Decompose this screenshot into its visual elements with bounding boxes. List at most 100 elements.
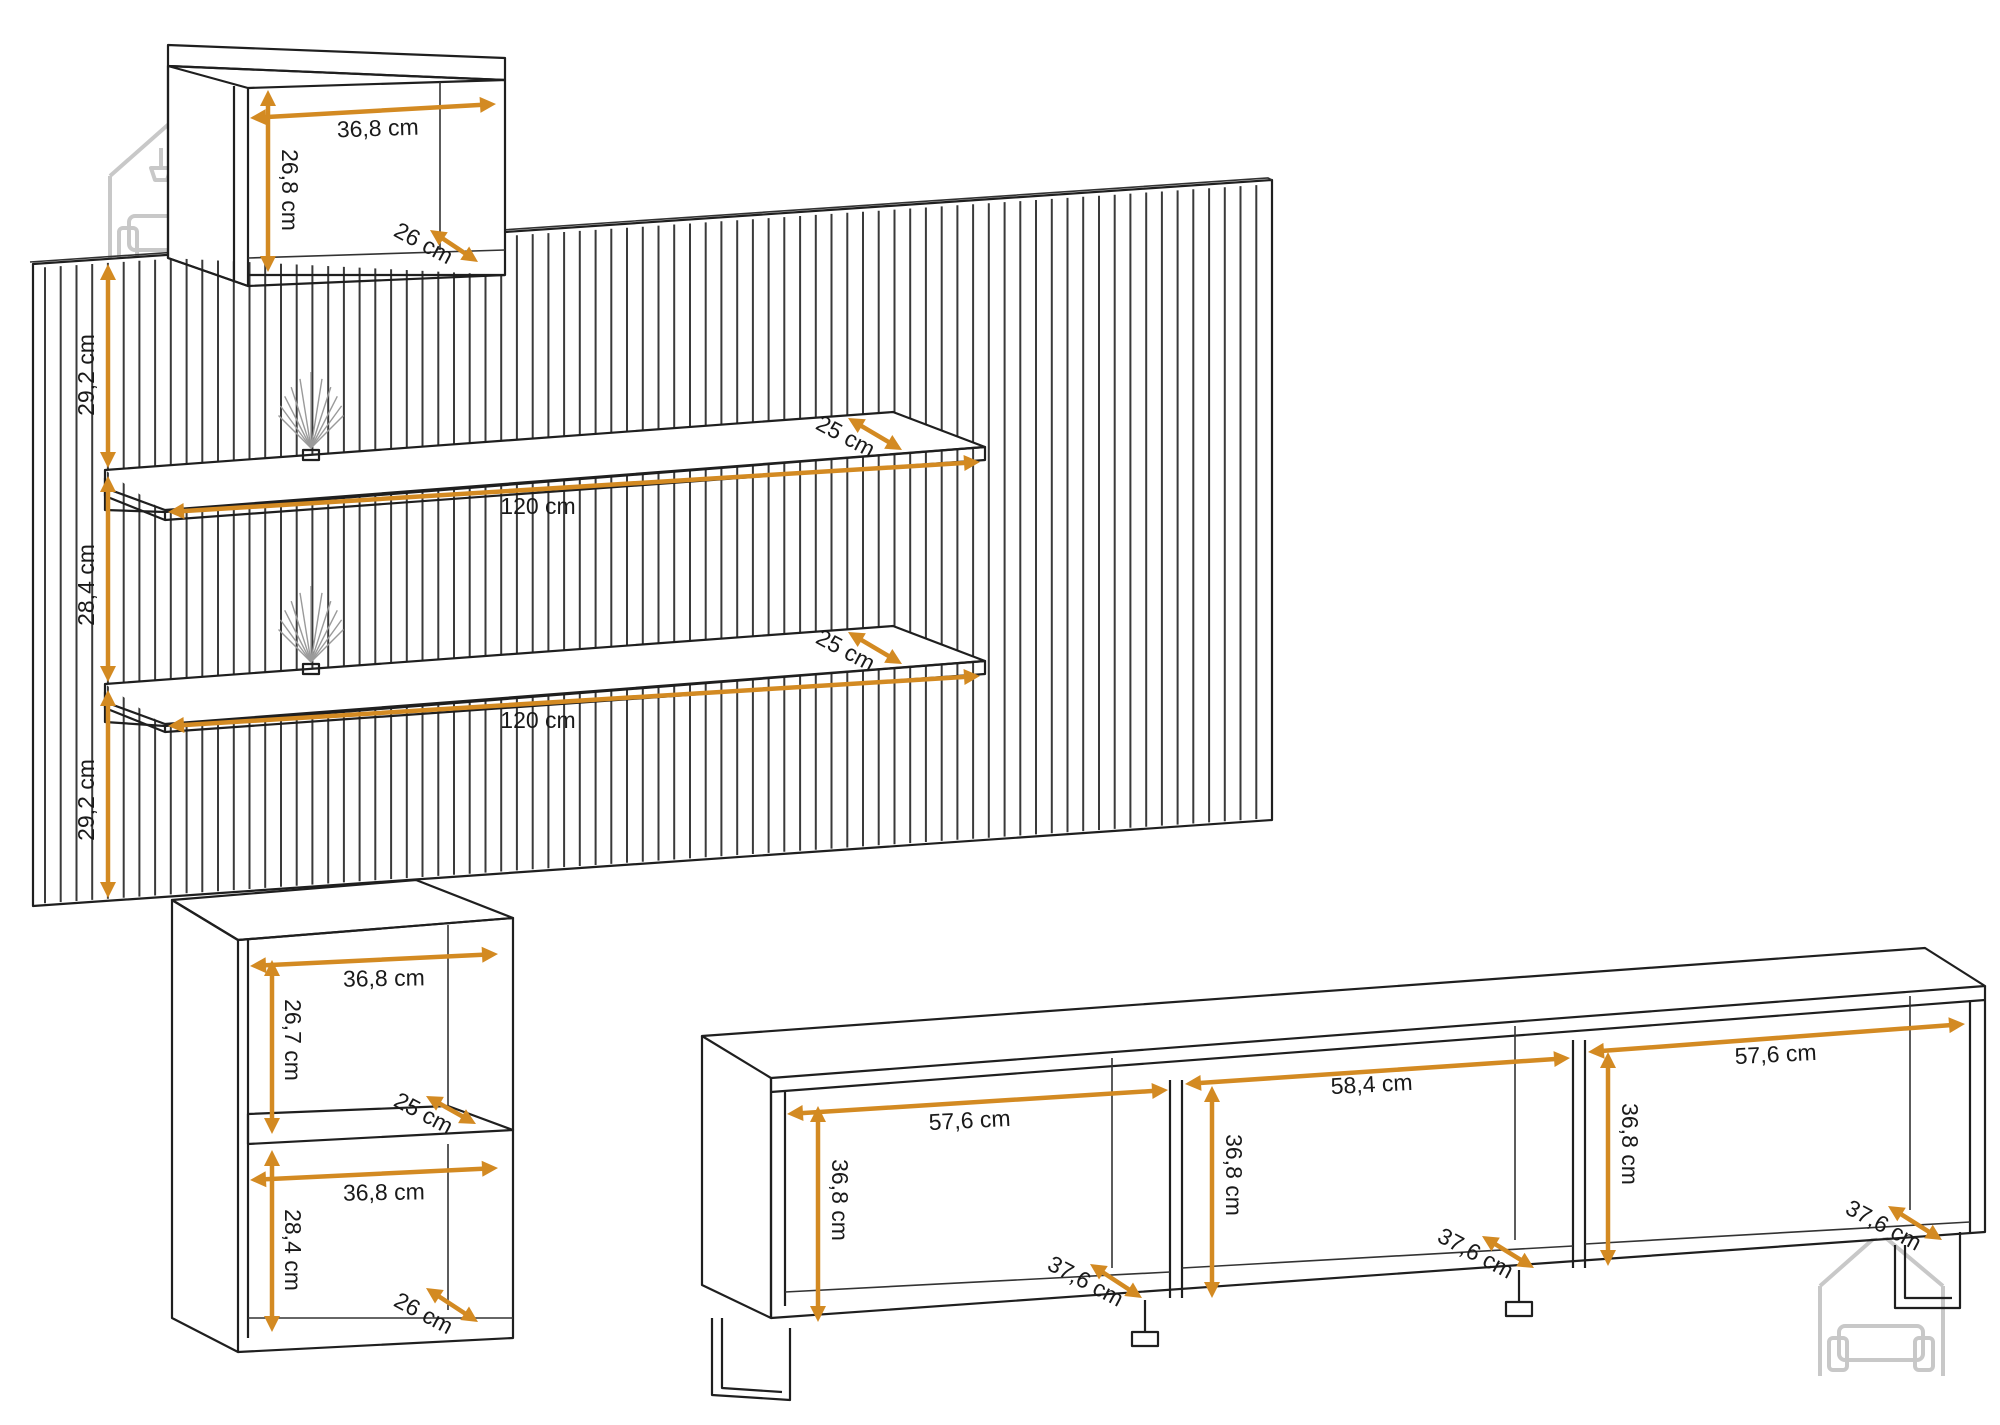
arrow-head	[264, 1118, 280, 1134]
home-sofa-watermark-icon	[1818, 1231, 1945, 1376]
arrow-head	[1124, 1282, 1142, 1298]
dimension-line	[260, 1166, 488, 1182]
tv-comp3-width-label: 57,6 cm	[1734, 1039, 1817, 1069]
led-ray	[310, 592, 323, 663]
lower-cab-height-top-arrow	[264, 960, 280, 1134]
arrow-head	[1600, 1250, 1616, 1266]
arrow-head	[426, 1288, 444, 1304]
led-ray	[310, 619, 343, 663]
arrow-head	[1948, 1017, 1965, 1034]
tv-comp2-height-arrow	[1204, 1086, 1220, 1298]
arrow-head	[458, 1109, 476, 1124]
lower-cab-depth-top-arrow	[426, 1096, 476, 1124]
arrow-head	[260, 256, 276, 272]
arrow-head	[168, 717, 185, 734]
arrow-head	[168, 503, 185, 520]
led-light-bottom	[278, 586, 344, 663]
gap-top-arrow	[100, 264, 116, 468]
dimension-line	[260, 952, 488, 968]
top-cube-height-arrow	[260, 90, 276, 272]
lower-wall-cabinet	[170, 878, 515, 1354]
dimension-line	[1896, 1210, 1934, 1236]
dimension-line	[1598, 1022, 1955, 1054]
slatted-wall-panel	[29, 177, 1274, 908]
dimension-line	[797, 1088, 1158, 1116]
arrow-head	[250, 1171, 267, 1188]
led-ray	[279, 405, 312, 449]
arrow-head	[1924, 1224, 1942, 1240]
arrow-head	[264, 1150, 280, 1166]
dimension-line	[1490, 1240, 1526, 1264]
led-ray	[310, 386, 332, 449]
tv-comp3-height-arrow	[1600, 1052, 1616, 1266]
led-ray	[299, 378, 312, 449]
arrow-head	[430, 230, 448, 246]
led-ray	[278, 415, 312, 449]
led-ray	[279, 619, 312, 663]
lower-cab-width-top-arrow	[250, 946, 498, 974]
arrow-head	[810, 1306, 826, 1322]
top-cube-width-label: 36,8 cm	[336, 114, 419, 143]
led-light-top	[278, 372, 344, 449]
arrow-head	[264, 1316, 280, 1332]
led-ray	[290, 600, 312, 663]
arrow-head	[264, 960, 280, 976]
tv-comp1-width-label: 57,6 cm	[928, 1105, 1011, 1135]
arrow-head	[963, 454, 980, 471]
dimension-line	[434, 1100, 468, 1120]
gap-bottom-arrow	[100, 690, 116, 898]
led-ray	[310, 629, 344, 663]
lower-cab-height-bottom-arrow	[264, 1150, 280, 1332]
top-cube-width-arrow	[250, 96, 496, 126]
arrow-head	[1090, 1264, 1108, 1280]
arrow-head	[426, 1096, 444, 1111]
arrow-head	[1482, 1236, 1500, 1252]
dimension-line	[1195, 1056, 1560, 1086]
dimension-line	[260, 102, 486, 120]
shelf1-length-label: 120 cm	[500, 493, 575, 519]
led-ray	[310, 378, 323, 449]
gap-middle-arrow	[100, 476, 116, 682]
arrow-head	[963, 668, 980, 685]
top-cube-depth-arrow	[430, 230, 478, 262]
lower-cab-width-bottom-label: 36,8 cm	[343, 1178, 425, 1205]
tv-comp1-depth-arrow	[1090, 1264, 1142, 1298]
tv-comp3-depth-arrow	[1888, 1206, 1942, 1240]
tv-comp2-width-arrow	[1185, 1051, 1570, 1091]
arrow-head	[460, 1306, 478, 1322]
dimension-line	[434, 1292, 470, 1318]
arrow-head	[1151, 1083, 1168, 1099]
tv-comp3-width-arrow	[1588, 1017, 1965, 1059]
led-ray	[284, 395, 312, 449]
shelf2-length-label: 120 cm	[500, 707, 575, 733]
dimension-line	[856, 636, 894, 660]
lower-cab-height-top-label: 26,7 cm	[280, 999, 306, 1081]
top-cube-height-label: 26,8 cm	[277, 149, 303, 231]
led-ray	[278, 629, 312, 663]
arrow-head	[1204, 1086, 1220, 1102]
arrow-head	[787, 1105, 804, 1121]
tv-comp2-width-label: 58,4 cm	[1330, 1069, 1413, 1099]
tv-comp1-height-arrow	[810, 1106, 826, 1322]
arrow-head	[848, 632, 866, 648]
dimension-line	[1098, 1268, 1134, 1294]
shelf1-length-arrow	[168, 454, 980, 520]
arrow-head	[100, 666, 116, 682]
arrow-head	[481, 946, 498, 963]
dimension-line	[178, 460, 970, 514]
tv-comp3-height-label: 36,8 cm	[1617, 1103, 1643, 1185]
arrow-head	[100, 882, 116, 898]
arrow-head	[479, 96, 496, 113]
led-ray	[310, 405, 343, 449]
lower-cab-depth-bottom-arrow	[426, 1288, 478, 1322]
arrow-head	[100, 476, 116, 492]
led-ray	[310, 395, 338, 449]
arrow-head	[100, 452, 116, 468]
arrow-head	[460, 246, 478, 262]
arrow-head	[250, 957, 267, 974]
arrow-head	[884, 434, 902, 450]
arrow-head	[260, 90, 276, 106]
top-wall-cube	[166, 43, 507, 288]
arrow-head	[100, 264, 116, 280]
